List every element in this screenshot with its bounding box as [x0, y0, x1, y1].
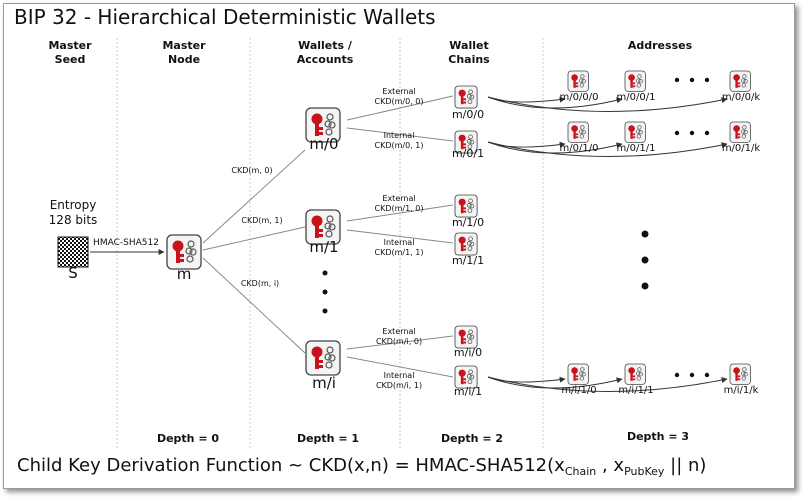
address-label: m/0/0/1 — [616, 92, 656, 103]
ckd-edge-label: CKD(m, i) — [240, 279, 280, 288]
master-key-icon — [166, 234, 202, 270]
hmac-label: HMAC-SHA512 — [93, 238, 159, 248]
column-header-addresses: Addresses — [627, 39, 693, 52]
ckd-edge-label: CKD(m, 1) — [241, 216, 283, 225]
chain-edge-label: External CKD(m/i, 0) — [375, 327, 423, 346]
column-dividers — [116, 38, 544, 450]
chain-label: m/0/1 — [451, 147, 485, 160]
chain-edges — [346, 95, 454, 378]
address-label: m/0/1/k — [721, 143, 761, 154]
chain-label: m/1/0 — [451, 216, 485, 229]
address-label: m/i/1/k — [723, 385, 759, 396]
depth-label: Depth = 2 — [440, 432, 504, 445]
chain-edge-label: External CKD(m/0, 0) — [374, 87, 424, 106]
column-header-master-seed: Master Seed — [48, 39, 92, 66]
address-label: m/i/1/0 — [561, 385, 597, 396]
master-node-label: m — [176, 265, 192, 283]
chain-key-icons — [454, 85, 478, 389]
account-key-icon — [305, 340, 341, 376]
chain-edge-label: Internal CKD(m/0, 1) — [374, 131, 424, 150]
address-label: m/0/1/0 — [559, 143, 599, 154]
ellipsis-dots — [322, 77, 710, 378]
column-header-accounts: Wallets / Accounts — [296, 39, 354, 66]
address-label: m/0/0/k — [721, 92, 761, 103]
chain-edge-label: Internal CKD(m/1, 1) — [374, 238, 424, 257]
address-label: m/i/1/1 — [618, 385, 654, 396]
address-label: m/0/0/0 — [559, 92, 599, 103]
account-label: m/1 — [309, 238, 339, 256]
account-label: m/0 — [309, 135, 339, 153]
entropy-label: Entropy 128 bits — [48, 198, 98, 227]
seed-qr-icon — [57, 236, 89, 268]
page-title: BIP 32 - Hierarchical Deterministic Wall… — [14, 5, 436, 29]
diagram-frame — [3, 3, 795, 489]
ckd-formula: Child Key Derivation Function ~ CKD(x,n)… — [17, 455, 707, 478]
chain-edge-label: External CKD(m/1, 0) — [374, 194, 424, 213]
address-label: m/0/1/1 — [616, 143, 656, 154]
address-key-icons — [567, 70, 751, 385]
depth-label: Depth = 1 — [296, 432, 360, 445]
chain-edge-label: Internal CKD(m/i, 1) — [375, 371, 423, 390]
chain-label: m/i/1 — [453, 385, 483, 398]
column-header-master-node: Master Node — [162, 39, 206, 66]
chain-label: m/i/0 — [453, 346, 483, 359]
account-label: m/i — [312, 374, 336, 392]
account-edges — [202, 149, 306, 354]
chain-label: m/1/1 — [451, 254, 485, 267]
depth-label: Depth = 0 — [156, 432, 220, 445]
address-edges — [487, 96, 728, 392]
depth-label: Depth = 3 — [626, 430, 690, 443]
ckd-edge-label: CKD(m, 0) — [231, 166, 273, 175]
chain-label: m/0/0 — [451, 108, 485, 121]
column-header-chains: Wallet Chains — [448, 39, 490, 66]
seed-label: S — [68, 264, 78, 282]
